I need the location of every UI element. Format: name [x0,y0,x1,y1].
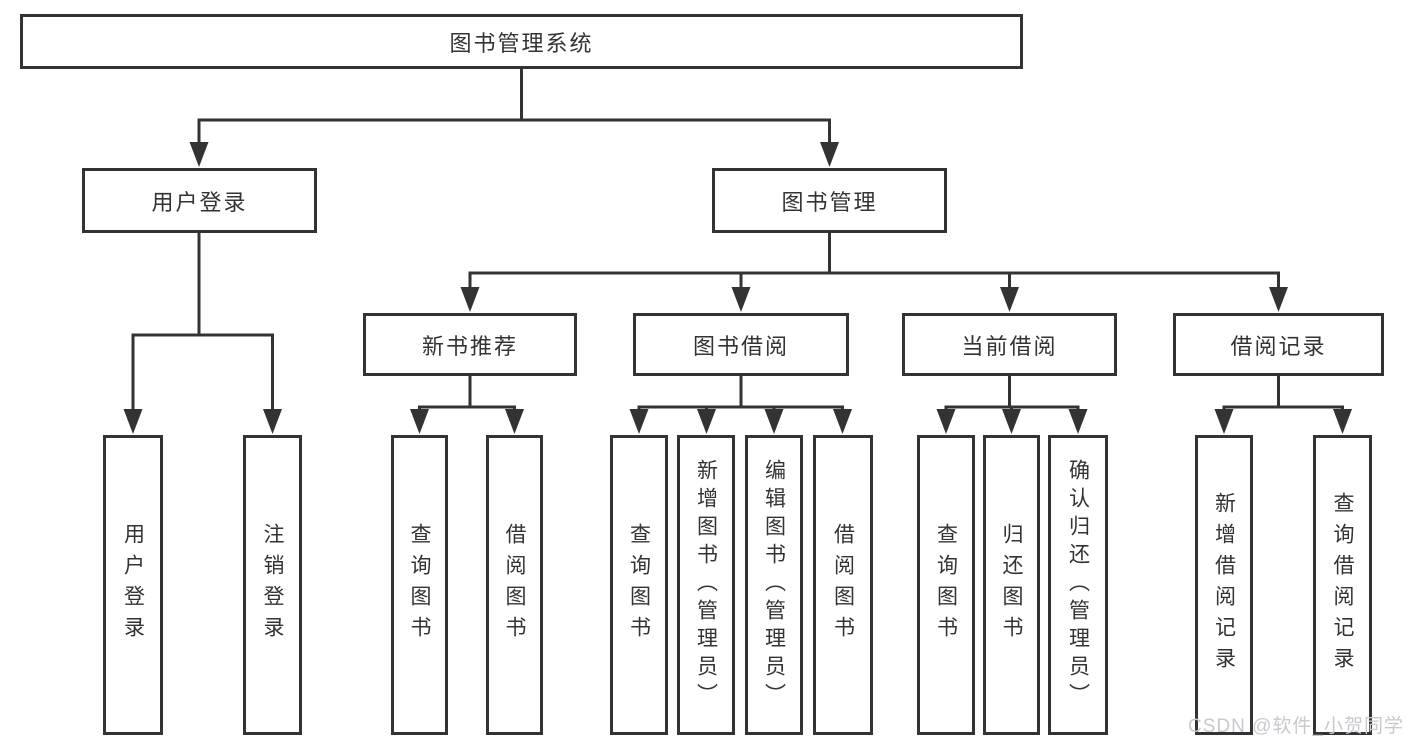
node-label: 查询图书 [627,523,651,647]
node-label: 图书管理系统 [449,30,594,56]
node-user-login: 用户登录 [82,168,317,233]
leaf-user-login: 用户登录 [103,435,163,735]
node-label: 图书管理 [781,189,878,215]
leaf-records-search-record: 查询借阅记录 [1313,435,1372,735]
leaf-recommend-borrow-book: 借阅图书 [486,435,543,735]
node-label: 新书推荐 [421,333,518,359]
node-label: 注销登录 [261,523,284,647]
leaf-records-add-record: 新增借阅记录 [1195,435,1253,735]
node-label: 用户登录 [151,189,248,215]
node-borrow-records: 借阅记录 [1173,313,1384,376]
node-label: 编辑图书（管理员） [762,459,786,711]
node-label: 新增图书（管理员） [694,459,718,711]
leaf-logout-login: 注销登录 [243,435,302,735]
node-label: 图书借阅 [692,333,789,359]
node-label: 查询图书 [408,523,431,647]
leaf-current-confirm-return-admin: 确认归还（管理员） [1048,435,1108,735]
node-system-root: 图书管理系统 [20,14,1023,69]
arrowheads [123,142,1352,434]
csdn-watermark: CSDN @软件_小贺同学 [1188,716,1404,737]
node-label: 借阅图书 [503,523,526,647]
node-label: 查询借阅记录 [1331,492,1354,678]
leaf-recommend-search-book: 查询图书 [391,435,448,735]
node-book-management: 图书管理 [712,168,947,233]
node-label: 借阅记录 [1230,333,1327,359]
node-label: 借阅图书 [831,523,855,647]
leaf-borrow-add-book-admin: 新增图书（管理员） [677,435,735,735]
node-new-book-recommend: 新书推荐 [363,313,577,376]
node-label: 用户登录 [121,523,145,647]
leaf-current-search-book: 查询图书 [917,435,975,735]
node-label: 查询图书 [934,523,958,647]
node-book-borrow: 图书借阅 [633,313,849,376]
leaf-borrow-borrow-book: 借阅图书 [813,435,873,735]
node-current-borrow: 当前借阅 [902,313,1117,376]
node-label: 新增借阅记录 [1212,492,1236,678]
node-label: 确认归还（管理员） [1066,459,1090,711]
node-label: 归还图书 [1000,523,1023,647]
leaf-borrow-search-book: 查询图书 [610,435,668,735]
node-label: 当前借阅 [961,333,1058,359]
leaf-borrow-edit-book-admin: 编辑图书（管理员） [745,435,803,735]
leaf-current-return-book: 归还图书 [983,435,1040,735]
